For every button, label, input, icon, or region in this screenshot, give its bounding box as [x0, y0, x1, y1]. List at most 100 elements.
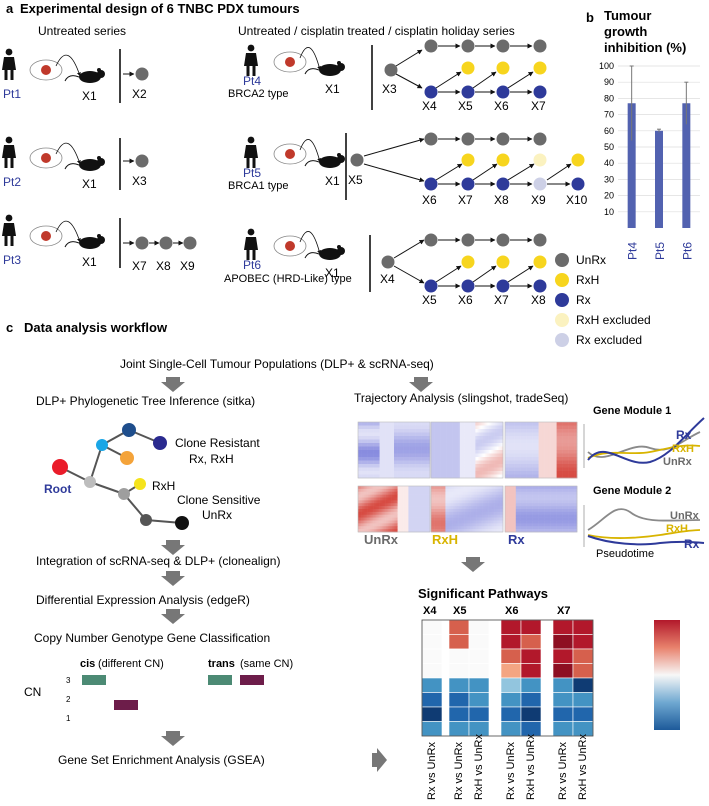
passage-node [533, 132, 547, 146]
heat-cell [422, 497, 425, 501]
heat-cell [485, 514, 487, 518]
heat-cell [477, 436, 480, 440]
heat-cell [477, 491, 480, 495]
heat-cell [434, 503, 437, 507]
heat-cell [424, 443, 426, 447]
heat-cell [418, 526, 420, 530]
untreated-header: Untreated series [38, 24, 126, 38]
heat-cell [557, 460, 560, 465]
heat-cell [446, 506, 449, 510]
heat-cell [469, 500, 471, 504]
heat-cell [450, 509, 452, 513]
heat-cell [495, 488, 498, 493]
heat-cell [563, 460, 566, 465]
heat-cell [492, 464, 494, 468]
heat-cell [421, 453, 424, 458]
heat-cell [480, 460, 482, 465]
heat-cell [407, 488, 409, 493]
person-icon [10, 236, 14, 246]
heat-cell [531, 439, 533, 444]
heat-cell [434, 474, 437, 479]
heat-cell [395, 488, 397, 493]
heat-cell [412, 471, 414, 475]
heat-cell [415, 432, 418, 437]
heat-cell [425, 457, 427, 461]
passage-node [424, 279, 438, 293]
heat-cell [425, 429, 427, 433]
heat-cell [372, 460, 374, 465]
heat-cell [372, 503, 374, 507]
heat-cell [479, 425, 481, 430]
heat-cell [406, 467, 408, 472]
heat-cell [360, 425, 362, 430]
heat-cell [401, 464, 403, 468]
heat-cell [407, 517, 409, 521]
heat-cell [482, 494, 485, 498]
heat-cell [413, 450, 415, 454]
heat-cell [500, 467, 503, 472]
heat-cell [482, 457, 485, 461]
heat-cell [519, 464, 521, 468]
heat-cell [445, 514, 447, 518]
heat-cell [474, 500, 476, 504]
heat-cell [385, 523, 388, 527]
heat-cell [452, 450, 455, 454]
heat-cell [464, 457, 467, 461]
heat-cell [535, 464, 537, 468]
heat-cell [541, 467, 543, 472]
heat-cell [499, 514, 501, 518]
heat-cell [485, 506, 487, 510]
passage-node [496, 255, 510, 269]
heat-cell [370, 471, 372, 475]
heat-cell [493, 497, 495, 501]
heat-cell [364, 491, 366, 495]
heat-cell [401, 446, 403, 451]
heat-cell [514, 443, 517, 447]
heat-cell [382, 450, 384, 454]
heat-cell [426, 506, 428, 510]
heat-cell [493, 494, 495, 498]
heat-cell [398, 488, 401, 493]
heat-cell [561, 443, 563, 447]
heat-cell [388, 474, 390, 479]
heat-cell [419, 520, 421, 524]
heat-cell [365, 467, 367, 472]
heat-cell [459, 467, 462, 472]
label: Pt1 [3, 87, 21, 101]
heat-cell [427, 517, 430, 521]
passage-node [496, 132, 510, 146]
heat-cell [365, 526, 367, 530]
heat-cell [376, 474, 378, 479]
heat-cell [463, 520, 465, 524]
heat-cell [551, 432, 554, 437]
heat-cell [401, 453, 403, 458]
heat-cell [373, 523, 376, 527]
heat-cell [444, 503, 446, 507]
heat-cell [451, 460, 453, 465]
heat-cell [416, 457, 419, 461]
heat-cell [483, 443, 486, 447]
heat-cell [390, 450, 392, 454]
heat-cell [421, 467, 424, 472]
passage-node [381, 255, 395, 269]
heat-cell [378, 432, 380, 437]
heat-cell [563, 453, 566, 458]
heat-cell [372, 506, 374, 510]
heat-cell [494, 439, 497, 444]
heat-cell [556, 460, 559, 465]
heat-cell [435, 446, 438, 451]
heat-cell [414, 509, 416, 513]
heat-cell [380, 503, 383, 507]
heat-cell [568, 474, 571, 479]
heat-cell [390, 422, 392, 426]
heat-cell [435, 471, 438, 475]
heat-cell [563, 467, 566, 472]
heat-cell [501, 471, 504, 475]
heat-cell [450, 494, 452, 498]
heat-cell [373, 460, 376, 465]
heat-cell [402, 467, 404, 472]
heat-cell [431, 497, 433, 501]
heat-cell [536, 471, 538, 475]
heat-cell [469, 432, 471, 437]
heat-cell [425, 471, 427, 475]
